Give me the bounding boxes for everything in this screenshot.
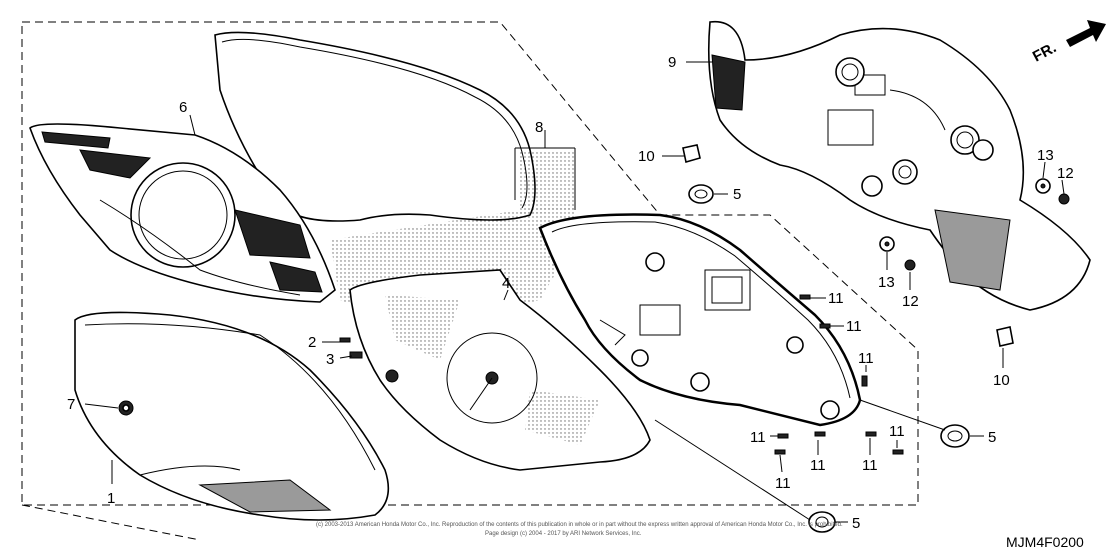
callout-2: 2 [308,334,316,351]
callout-11-b: 11 [846,318,862,335]
callout-11-a: 11 [828,290,844,307]
callout-11-f: 11 [775,475,791,492]
copyright-line-2: Page design (c) 2004 - 2017 by ARI Netwo… [485,531,642,537]
callout-1: 1 [107,490,115,507]
direction-label: FR. [1030,39,1059,65]
meter-pcb [349,269,651,471]
callout-5-a: 5 [733,186,741,203]
callout-11-g: 11 [862,457,878,474]
assembly-boundary [21,21,919,506]
callout-11-h: 11 [889,423,905,440]
meter-case-lower [74,311,390,521]
part-3-pin [349,351,363,359]
callout-12-b: 12 [902,293,919,310]
direction-indicator: FR. [1030,20,1106,66]
callout-11-c: 11 [858,350,874,367]
direction-arrow-icon [1066,20,1106,47]
callout-9: 9 [668,54,676,71]
callout-13-b: 13 [878,274,895,291]
callout-12-a: 12 [1057,165,1074,182]
meter-case-upper [707,20,1091,311]
grommet-5-b [940,424,970,448]
callout-11-d: 11 [750,429,766,446]
drawing-code: MJM4F0200 [1006,534,1084,550]
clip-10-b [996,326,1014,347]
callout-11-e: 11 [810,457,826,474]
callout-10-a: 10 [638,148,655,165]
callout-8: 8 [535,119,543,136]
clip-10-a [682,144,701,164]
callout-10-b: 10 [993,372,1010,389]
callout-7: 7 [67,396,75,413]
part-2-pin [339,337,351,343]
callout-5-c: 5 [852,515,860,532]
callout-3: 3 [326,351,334,368]
nut-12-a [1058,193,1070,205]
callout-5-b: 5 [988,429,996,446]
meter-visor [29,123,336,303]
callout-13-a: 13 [1037,147,1054,164]
grommet-5-a [688,184,714,204]
callout-4: 4 [502,275,510,292]
screws-11 [774,294,904,455]
nut-12-b [904,259,916,271]
meter-case-back [538,213,862,427]
leader-lines [84,61,1065,523]
copyright-line-1: (c) 2003-2013 American Honda Motor Co., … [316,522,843,528]
callout-6: 6 [179,99,187,116]
